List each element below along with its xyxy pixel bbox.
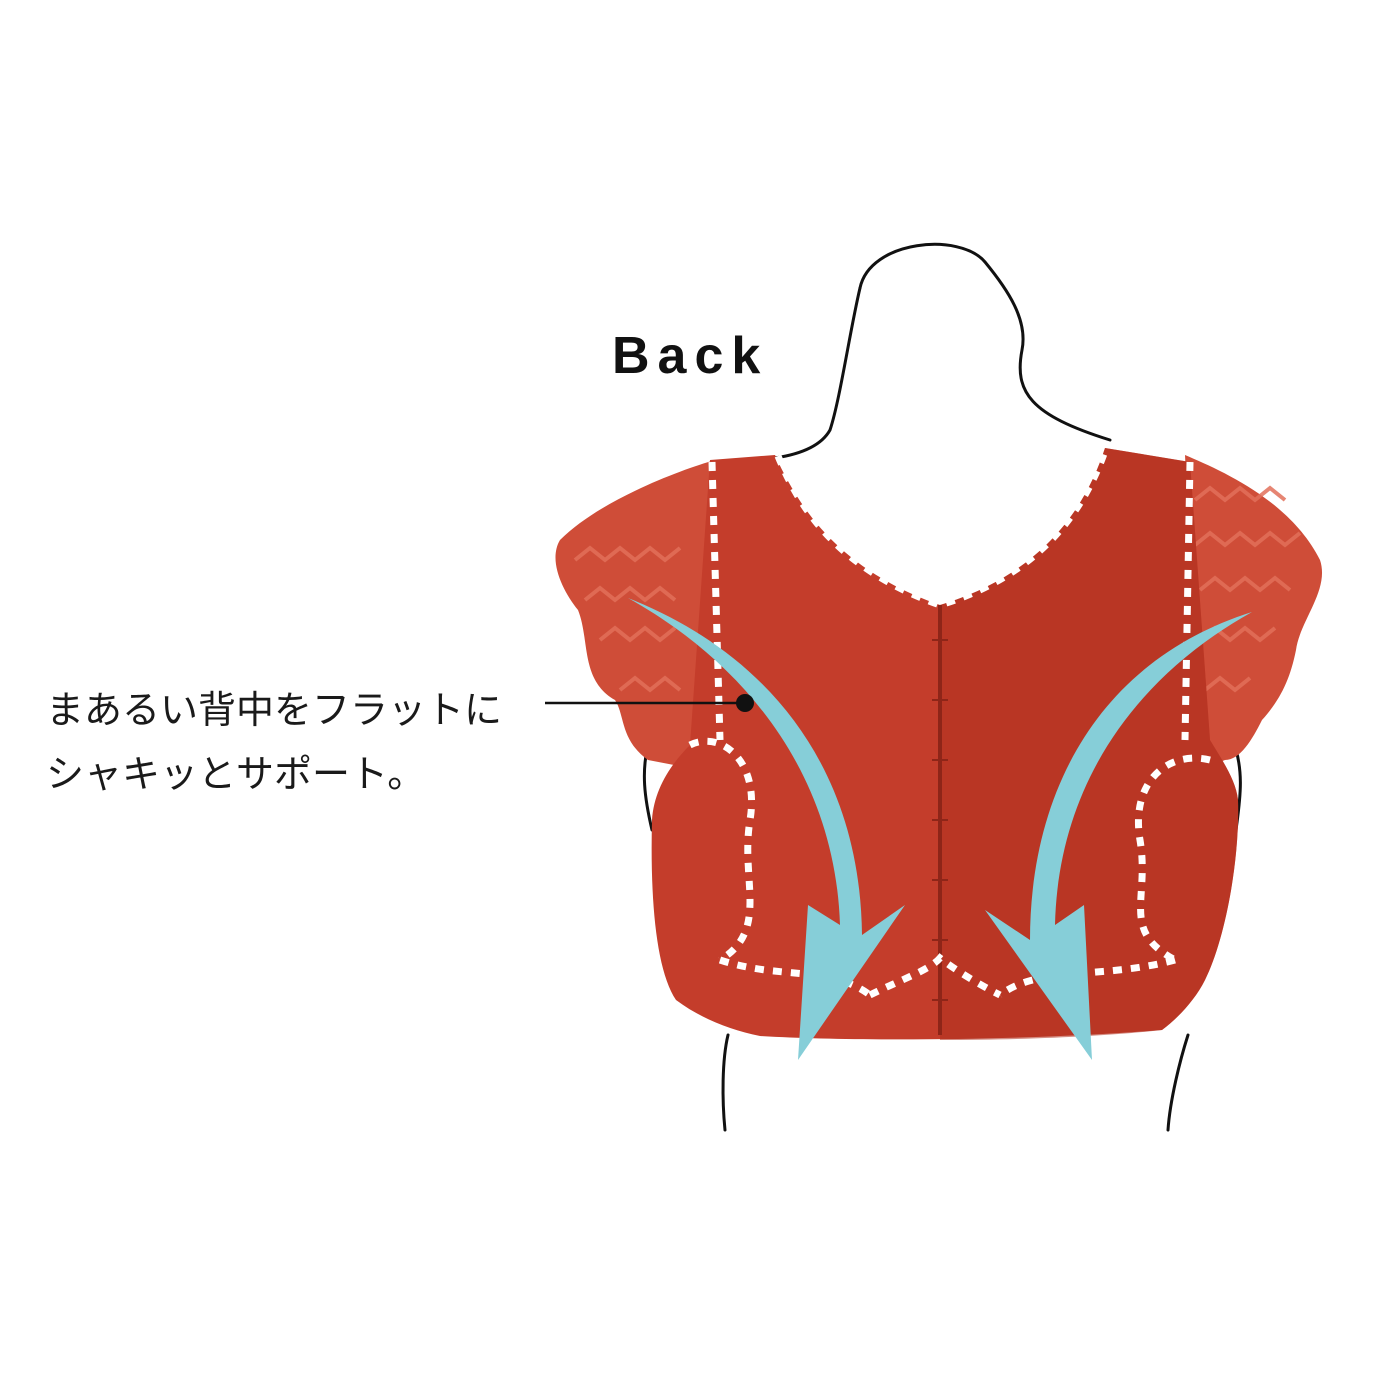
caption-line-1: まあるい背中をフラットに <box>46 688 503 732</box>
lace-pattern <box>573 485 1302 693</box>
view-label: Back <box>612 327 769 385</box>
hook-row <box>932 639 948 1001</box>
lace-sleeve-left <box>555 460 715 770</box>
stitch-lines <box>688 446 1211 999</box>
lace-sleeve-right <box>1185 455 1323 770</box>
callout-dot-icon <box>736 694 754 712</box>
caption-line-2: シャキッとサポート。 <box>46 752 426 796</box>
support-arrow-left-icon <box>628 598 905 1060</box>
feature-caption: まあるい背中をフラットに シャキッとサポート。 <box>46 678 502 806</box>
support-arrow-right-icon <box>985 612 1252 1060</box>
callout-line <box>545 694 754 712</box>
